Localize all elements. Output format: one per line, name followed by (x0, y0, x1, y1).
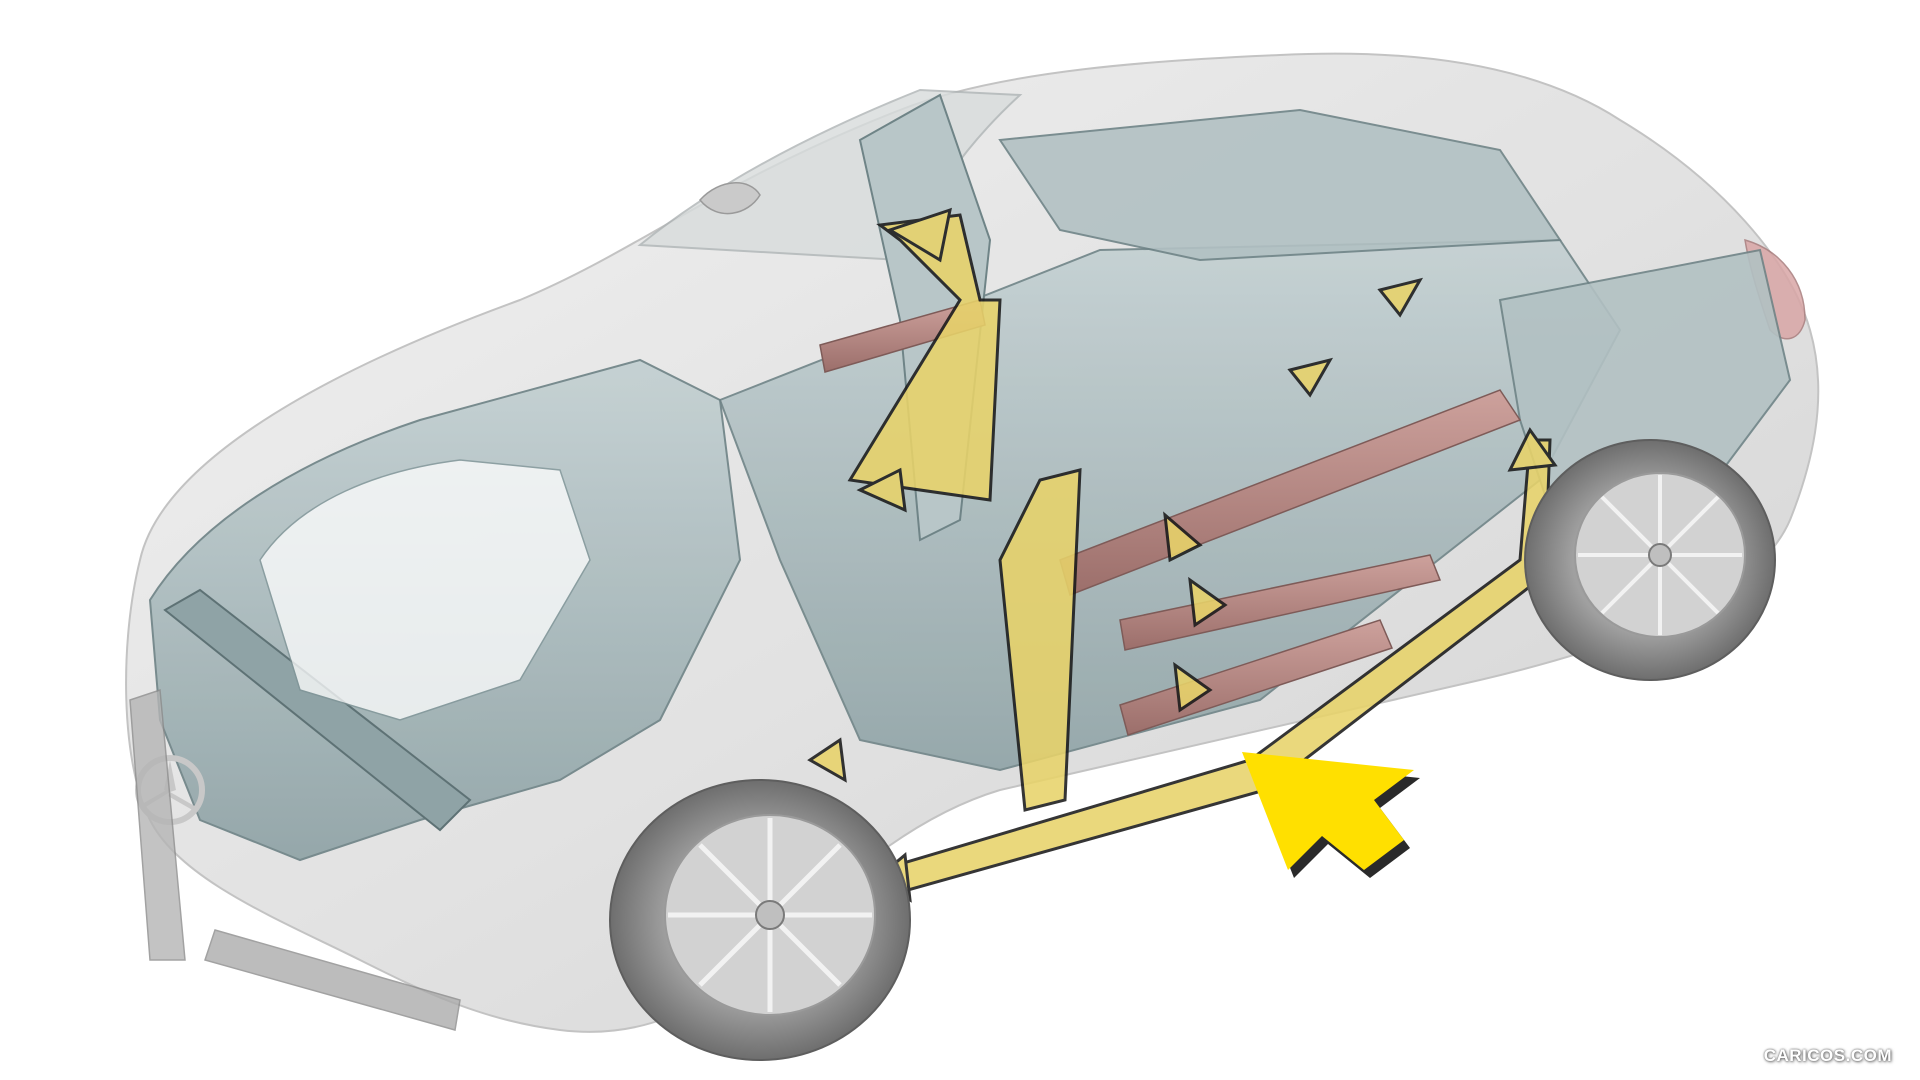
side-sill-load-path (877, 438, 1552, 897)
watermark: CARICOS.COM (1763, 1046, 1892, 1065)
side-mirror (699, 182, 761, 215)
body-in-white-structure (148, 93, 1792, 862)
front-hub-emblem-icon (755, 900, 785, 930)
arrow-up-a-pillar (886, 207, 952, 263)
arrow-front-wheel-arch (807, 737, 847, 783)
arrow-door-beam-1 (1163, 511, 1203, 563)
rear-wheel-spokes (1578, 475, 1742, 635)
load-path-arrows (807, 207, 1558, 903)
front-wheel-spokes (668, 818, 872, 1012)
arrow-door-beam-3 (1173, 661, 1213, 713)
arrow-floor-cross-2 (1377, 277, 1424, 318)
door-beam-2 (1119, 554, 1442, 651)
b-pillar-load-path (998, 468, 1082, 812)
front-grille (129, 688, 461, 1031)
front-wheel (609, 779, 911, 1061)
arrow-rear-pillar (1507, 427, 1558, 472)
arrow-left-windshield (856, 467, 907, 513)
rear-hub-emblem-icon (1648, 543, 1672, 567)
front-bumper-beam (163, 588, 472, 832)
impact-direction-arrow-icon (1242, 752, 1420, 878)
arrow-floor-cross-1 (1287, 357, 1334, 398)
rear-wheel (1524, 439, 1776, 681)
arrow-door-beam-2 (1188, 576, 1228, 628)
engine-bay-opening (259, 459, 591, 721)
roof-frame-load-path (847, 213, 1002, 502)
rear-bulkhead (998, 108, 1562, 262)
